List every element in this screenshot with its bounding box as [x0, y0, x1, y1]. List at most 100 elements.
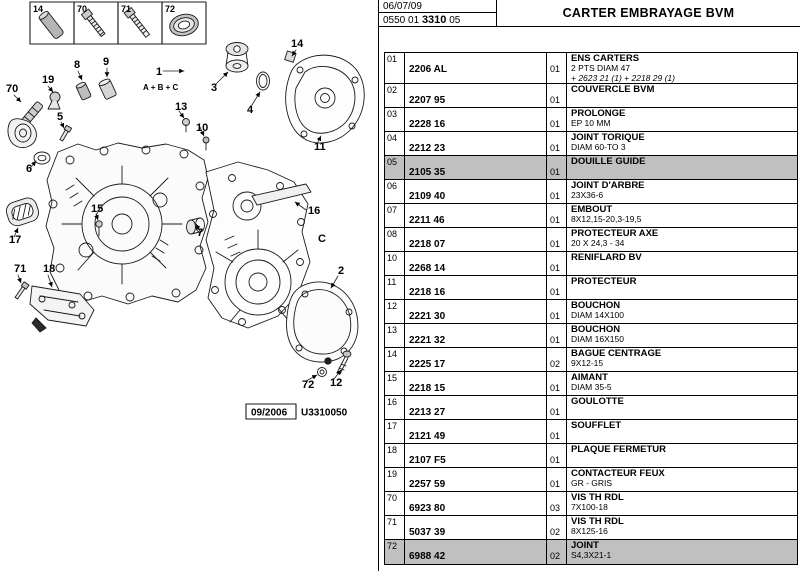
spec-label: 9X12-15	[571, 358, 604, 369]
table-row[interactable]: 19 2257 59 01 CONTACTEUR FEUX GR - GRIS	[385, 468, 797, 492]
table-row[interactable]: 04 2212 23 01 JOINT TORIQUE DIAM 60-TO 3	[385, 132, 797, 156]
ref-cell: 04	[385, 132, 405, 155]
document-header: 06/07/09 0550 01 3310 05 CARTER EMBRAYAG…	[379, 0, 800, 27]
table-row[interactable]: 13 2221 32 01 BOUCHON DIAM 16X150	[385, 324, 797, 348]
description-cell: PROLONGE EP 10 MM	[567, 108, 797, 131]
diagram-callout-2: 2	[338, 265, 344, 277]
ref-cell: 05	[385, 156, 405, 179]
table-row[interactable]: 07 2211 46 01 EMBOUT 8X12,15-20,3-19,5	[385, 204, 797, 228]
table-row[interactable]: 17 2121 49 01 SOUFFLET	[385, 420, 797, 444]
ref-cell: 06	[385, 180, 405, 203]
description-label: JOINT TORIQUE	[571, 132, 645, 143]
qty-cell: 01	[547, 84, 567, 107]
description-label: PROLONGE	[571, 108, 626, 119]
bolt-5-part	[59, 124, 73, 142]
qty-cell: 01	[547, 468, 567, 491]
table-row[interactable]: 18 2107 F5 01 PLAQUE FERMETUR	[385, 444, 797, 468]
diagram-date: 09/2006	[251, 408, 288, 419]
description-label: PROTECTEUR AXE	[571, 228, 659, 239]
part-number-cell: 2109 40	[405, 180, 547, 203]
table-row[interactable]: 02 2207 95 01 COUVERCLE BVM	[385, 84, 797, 108]
spec-label: GR - GRIS	[571, 478, 613, 489]
description-label: RENIFLARD BV	[571, 252, 642, 263]
stud-15-part	[95, 220, 103, 237]
spec-label: 20 X 24,3 - 34	[571, 238, 625, 249]
ref-cell: 15	[385, 372, 405, 395]
description-label: CONTACTEUR FEUX	[571, 468, 665, 479]
table-row[interactable]: 06 2109 40 01 JOINT D'ARBRE 23X36-6	[385, 180, 797, 204]
ref-cell: 14	[385, 348, 405, 371]
table-row[interactable]: 71 5037 39 02 VIS TH RDL 8X125-16	[385, 516, 797, 540]
description-cell: GOULOTTE	[567, 396, 797, 419]
table-row[interactable]: 72 6988 42 02 JOINT S4,3X21-1	[385, 540, 797, 564]
table-row[interactable]: 15 2218 15 01 AIMANT DIAM 35-5	[385, 372, 797, 396]
table-row[interactable]: 12 2221 30 01 BOUCHON DIAM 14X100	[385, 300, 797, 324]
spec-label: 8X125-16	[571, 526, 608, 537]
spec-label: 2 PTS DIAM 47	[571, 63, 631, 74]
ref-cell: 01	[385, 53, 405, 83]
oring-4-part	[256, 71, 270, 91]
diagram-callout-18: 18	[43, 263, 55, 275]
ref-cell: 71	[385, 516, 405, 539]
description-label: AIMANT	[571, 372, 608, 383]
diagram-callout-16: 16	[308, 205, 320, 217]
description-cell: PROTECTEUR AXE 20 X 24,3 - 34	[567, 228, 797, 251]
diagram-callout-14: 14	[291, 38, 304, 50]
qty-cell: 01	[547, 53, 567, 83]
diagram-callout-C: C	[318, 233, 326, 245]
table-row[interactable]: 11 2218 16 01 PROTECTEUR	[385, 276, 797, 300]
qty-cell: 03	[547, 492, 567, 515]
inset-label-70: 70	[77, 4, 87, 14]
diagram-callout-5: 5	[57, 111, 63, 123]
spec-label: 8X12,15-20,3-19,5	[571, 214, 642, 225]
table-row[interactable]: 05 2105 35 01 DOUILLE GUIDE	[385, 156, 797, 180]
description-cell: JOINT D'ARBRE 23X36-6	[567, 180, 797, 203]
description-cell: PROTECTEUR	[567, 276, 797, 299]
parts-list-panel: 06/07/09 0550 01 3310 05 CARTER EMBRAYAG…	[378, 0, 800, 571]
leader-lines	[13, 49, 342, 382]
bolt-71-icon	[123, 7, 151, 38]
spec-label: DIAM 14X100	[571, 310, 624, 321]
code-prefix: 0550 01	[383, 15, 420, 26]
table-row[interactable]: 16 2213 27 01 GOULOTTE	[385, 396, 797, 420]
ref-cell: 02	[385, 84, 405, 107]
qty-cell: 02	[547, 540, 567, 564]
ring-6-part	[33, 151, 51, 165]
qty-cell: 02	[547, 348, 567, 371]
description-label: BOUCHON	[571, 300, 621, 311]
note-label: + 2623 21 (1) + 2218 29 (1)	[571, 73, 675, 83]
ref-cell: 19	[385, 468, 405, 491]
description-cell: SOUFFLET	[567, 420, 797, 443]
diagram-callout-6: 6	[26, 163, 32, 175]
page-title: CARTER EMBRAYAGE BVM	[562, 6, 735, 20]
description-cell: RENIFLARD BV	[567, 252, 797, 275]
fastener-inset-boxes	[29, 1, 207, 45]
spec-label: 7X100-18	[571, 502, 608, 513]
qty-cell: 01	[547, 396, 567, 419]
description-cell: CONTACTEUR FEUX GR - GRIS	[567, 468, 797, 491]
table-row[interactable]: 70 6923 80 03 VIS TH RDL 7X100-18	[385, 492, 797, 516]
description-cell: BAGUE CENTRAGE 9X12-15	[567, 348, 797, 371]
part-number-cell: 2218 07	[405, 228, 547, 251]
ref-cell: 16	[385, 396, 405, 419]
table-row[interactable]: 14 2225 17 02 BAGUE CENTRAGE 9X12-15	[385, 348, 797, 372]
description-cell: JOINT S4,3X21-1	[567, 540, 797, 564]
diagram-callout-1: 1	[156, 66, 162, 78]
description-label: COUVERCLE BVM	[571, 84, 655, 95]
table-row[interactable]: 08 2218 07 01 PROTECTEUR AXE 20 X 24,3 -…	[385, 228, 797, 252]
code-suffix: 05	[449, 15, 461, 26]
part-number-cell: 2218 15	[405, 372, 547, 395]
table-row[interactable]: 03 2228 16 01 PROLONGE EP 10 MM	[385, 108, 797, 132]
description-label: VIS TH RDL	[571, 516, 624, 527]
ref-cell: 08	[385, 228, 405, 251]
diagram-callout-4: 4	[247, 104, 254, 116]
part-number-cell: 2257 59	[405, 468, 547, 491]
pad-17-part	[5, 197, 40, 227]
description-label: BOUCHON	[571, 324, 621, 335]
table-row[interactable]: 01 2206 AL 01 ENS CARTERS 2 PTS DIAM 47 …	[385, 53, 797, 84]
table-row[interactable]: 10 2268 14 01 RENIFLARD BV	[385, 252, 797, 276]
qty-cell: 01	[547, 420, 567, 443]
diagram-callout-9: 9	[103, 56, 109, 68]
plug-part	[324, 357, 332, 365]
